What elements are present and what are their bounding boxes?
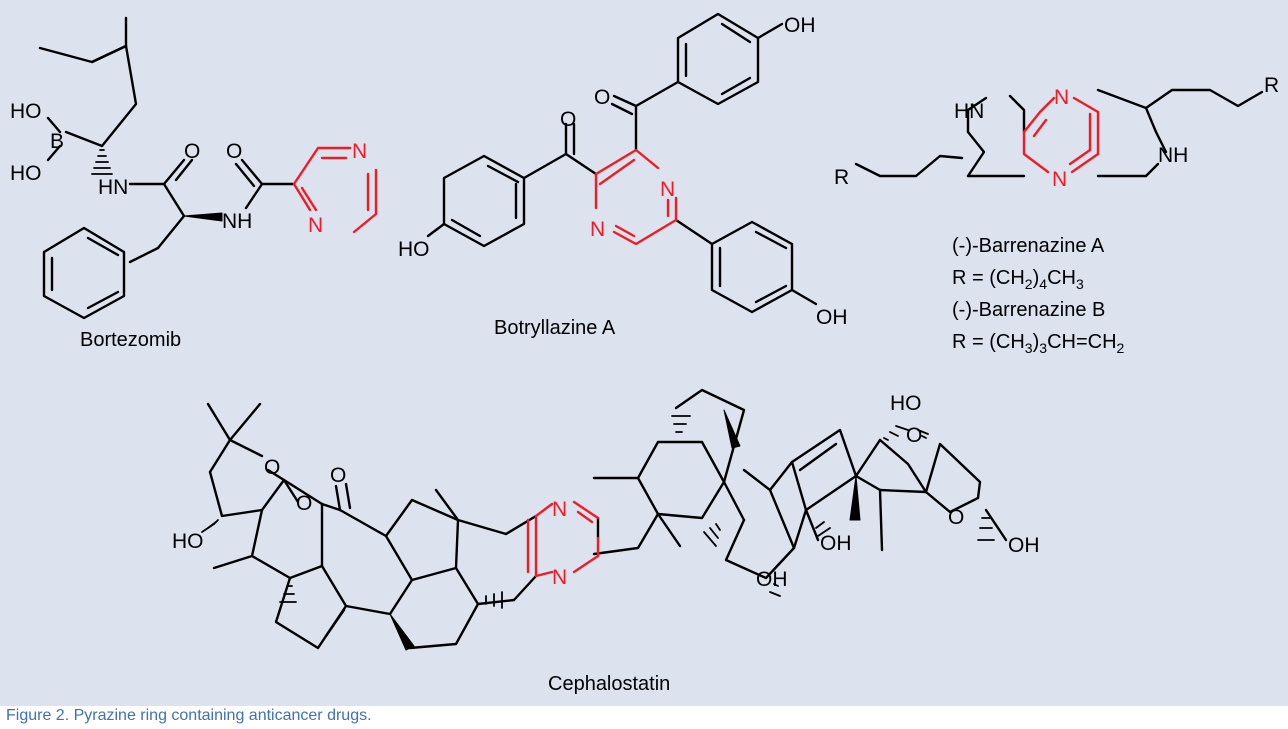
bortezomib-atom-n2: N — [308, 214, 323, 237]
cephalostatin-pyrazine-ring — [526, 500, 600, 578]
barrenazine-a-name: (-)-Barrenazine A — [952, 235, 1105, 257]
bortezomib-name: Bortezomib — [80, 329, 181, 351]
cephalostatin-hashed-oh2 — [769, 583, 781, 597]
bortezomib-atom-ho2: HO — [10, 162, 42, 185]
barrenazine-b-formula-sub2: 3 — [1039, 340, 1047, 356]
cephalostatin-hashed-ho1 — [201, 519, 219, 533]
bortezomib-pyrazine-ring — [292, 146, 378, 234]
cephalostatin-atom-n1: N — [552, 498, 567, 521]
cephalostatin-hashed-fusion3 — [671, 415, 691, 433]
barrenazine-a-formula: R = (CH2)4CH3 — [952, 267, 1084, 292]
cephalostatin-atom-o4: O — [906, 424, 922, 447]
cephalostatin-atom-o1: O — [264, 456, 280, 479]
botryllazine-atom-n1: N — [660, 178, 675, 201]
cephalostatin-atom-oh3: OH — [1008, 534, 1040, 557]
cephalostatin-hashed-methyl — [977, 517, 995, 541]
cephalostatin-hashed-fusion2 — [485, 591, 503, 609]
bortezomib-atom-ho1: HO — [10, 100, 42, 123]
barrenazine-a-formula-sub1: 2 — [1025, 276, 1033, 292]
cephalostatin-hashed-fusion5 — [815, 521, 831, 537]
barrenazine-b-formula: R = (CH3)3CH=CH2 — [952, 331, 1125, 356]
barrenazine-b-formula-mid: ) — [1033, 331, 1040, 353]
cephalostatin-hashed-fusion4 — [703, 523, 721, 547]
botryllazine-name: Botryllazine A — [494, 317, 616, 339]
figure-panel: HO B HO HN O O NH N N Bortezomib — [0, 0, 1288, 706]
barrenazine-a-formula-sub2: 4 — [1039, 276, 1047, 292]
chemical-structures-diagram: HO B HO HN O O NH N N Bortezomib — [10, 12, 1279, 695]
cephalostatin-atom-ho2: HO — [890, 392, 922, 415]
botryllazine-atom-oh-top: OH — [784, 14, 816, 37]
bortezomib-hashed-bond — [91, 149, 113, 175]
barrenazine-atom-r1: R — [834, 166, 849, 189]
cephalostatin-atom-n2: N — [552, 566, 567, 589]
barrenazine-atom-n1: N — [1054, 86, 1069, 109]
barrenazine-b-formula-sub3: 2 — [1117, 340, 1125, 356]
botryllazine-atom-labels: OH O O N N HO OH — [398, 14, 848, 329]
botryllazine-pyrazine-ring — [594, 148, 678, 246]
bortezomib-structure — [38, 16, 296, 320]
bortezomib-atom-o1: O — [184, 140, 200, 163]
barrenazine-atom-nh: NH — [1158, 144, 1188, 167]
bortezomib-atom-labels: HO B HO HN O O NH N N — [10, 100, 367, 237]
cephalostatin-atom-oh2: OH — [756, 568, 788, 591]
cephalostatin-atom-ho1: HO — [172, 530, 204, 553]
barrenazine-a-formula-mid: ) — [1033, 267, 1040, 289]
barrenazine-b-formula-sub1: 3 — [1025, 340, 1033, 356]
barrenazine-atom-r2: R — [1264, 74, 1279, 97]
barrenazine-a-formula-prefix: R = (CH — [952, 267, 1025, 289]
bortezomib-atom-nh: NH — [222, 210, 252, 233]
cephalostatin-structure — [201, 388, 1008, 651]
barrenazine-a-formula-rest: CH — [1047, 267, 1076, 289]
cephalostatin-atom-o2: O — [296, 492, 312, 515]
barrenazine-atom-labels: HN N N NH R R — [834, 74, 1279, 191]
bortezomib-atom-hn: HN — [98, 176, 128, 199]
cephalostatin-atom-o5: O — [948, 506, 964, 529]
barrenazine-a-formula-sub3: 3 — [1076, 276, 1084, 292]
barrenazine-structure — [854, 88, 1264, 178]
barrenazine-atom-n2: N — [1052, 168, 1067, 191]
botryllazine-atom-oh-right: OH — [816, 306, 848, 329]
cephalostatin-atom-oh1: OH — [820, 532, 852, 555]
botryllazine-atom-n2: N — [590, 218, 605, 241]
barrenazine-b-formula-prefix: R = (CH — [952, 331, 1025, 353]
botryllazine-atom-o2: O — [560, 108, 576, 131]
barrenazine-b-formula-rest: CH=CH — [1047, 331, 1116, 353]
botryllazine-atom-ho-left: HO — [398, 238, 430, 261]
cephalostatin-atom-o3: O — [330, 464, 346, 487]
bortezomib-atom-o2: O — [226, 140, 242, 163]
figure-caption: Figure 2. Pyrazine ring containing antic… — [6, 707, 372, 724]
cephalostatin-name: Cephalostatin — [548, 673, 670, 695]
bortezomib-atom-n1: N — [352, 140, 367, 163]
botryllazine-atom-o1: O — [594, 86, 610, 109]
cephalostatin-hashed-ho2 — [917, 429, 929, 439]
bortezomib-atom-b: B — [50, 130, 64, 153]
botryllazine-structure — [426, 12, 818, 314]
cephalostatin-atom-labels: O O O HO N N OH O HO O OH OH — [172, 392, 1040, 591]
cephalostatin-hashed-o4 — [883, 425, 909, 441]
barrenazine-pyrazine-ring — [1022, 96, 1100, 174]
barrenazine-b-name: (-)-Barrenazine B — [952, 299, 1105, 321]
barrenazine-atom-hn: HN — [954, 100, 984, 123]
